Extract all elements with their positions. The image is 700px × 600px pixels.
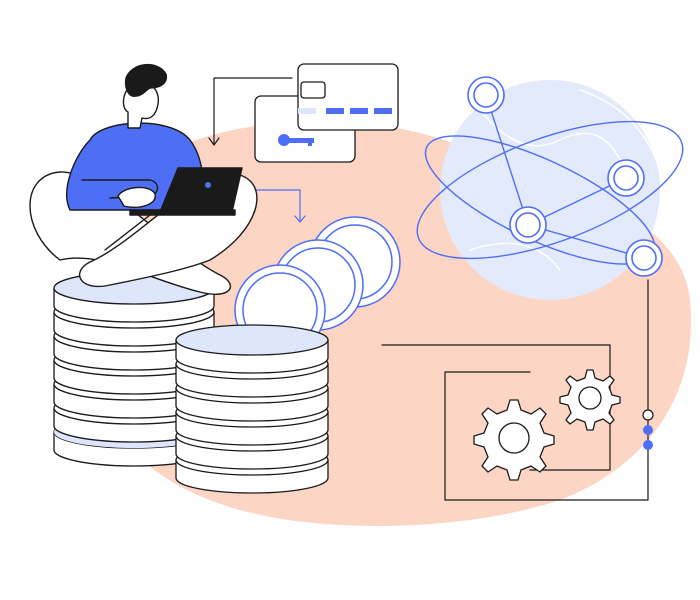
database-stack-small (175, 324, 329, 494)
credit-card-icon (254, 63, 399, 163)
person-icon (29, 64, 258, 295)
blue-connector (239, 189, 306, 223)
database-stack-icon (53, 271, 215, 467)
status-dots (642, 409, 654, 450)
key-icon (278, 134, 290, 146)
globe-network-icon (416, 76, 684, 300)
gear-icon (473, 369, 621, 481)
laptop-icon (129, 167, 243, 216)
